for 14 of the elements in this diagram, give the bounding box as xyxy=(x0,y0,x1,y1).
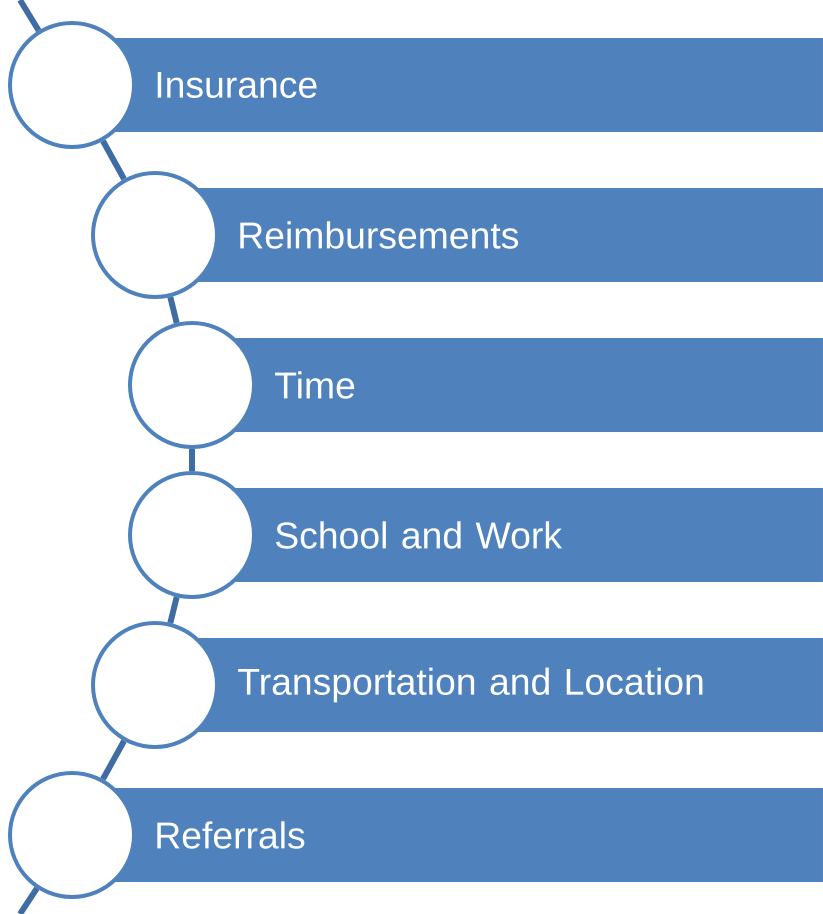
bar-box: Reimbursements xyxy=(197,188,823,282)
bar-box: Time xyxy=(234,338,823,432)
bar-box: School and Work xyxy=(234,488,823,582)
bar-box: Transportation and Location xyxy=(197,638,823,732)
connector-line xyxy=(17,0,42,32)
circle xyxy=(8,771,136,899)
connector-line xyxy=(189,449,195,471)
connector-line xyxy=(18,886,40,914)
connector-line xyxy=(100,140,127,180)
connector-line xyxy=(167,596,180,624)
connector-line xyxy=(167,296,180,324)
connector-line xyxy=(100,740,127,780)
bar-box: Insurance xyxy=(114,38,823,132)
bar-box: Referrals xyxy=(114,788,823,882)
